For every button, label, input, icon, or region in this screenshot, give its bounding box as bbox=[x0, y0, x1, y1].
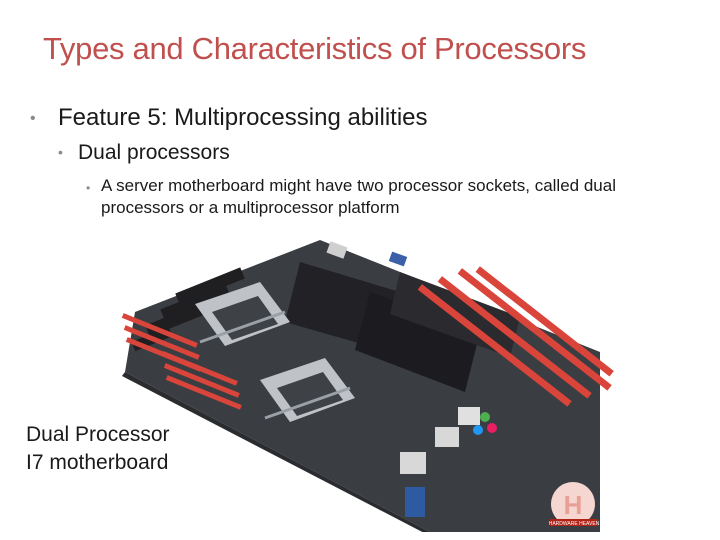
watermark-logo-text: HARDWARE HEAVEN bbox=[549, 521, 600, 527]
bullet-level-3: • A server motherboard might have two pr… bbox=[86, 175, 676, 219]
top-connector bbox=[388, 251, 408, 267]
bullet-text: Dual processors bbox=[78, 141, 230, 164]
pcb-shadow-edge bbox=[122, 372, 430, 532]
rear-io-ports bbox=[400, 407, 497, 517]
bullet-glyph: • bbox=[86, 181, 91, 195]
vrm-heatsink-left bbox=[131, 267, 245, 352]
cpu-socket-2 bbox=[260, 358, 355, 422]
watermark-logo: H HARDWARE HEAVEN bbox=[549, 482, 600, 527]
bullet-glyph: • bbox=[30, 110, 36, 127]
watermark-glyph: H bbox=[564, 490, 583, 520]
bullet-text: A server motherboard might have two proc… bbox=[101, 176, 616, 217]
bullet-level-1: • Feature 5: Multiprocessing abilities bbox=[30, 104, 428, 132]
caption-line: Dual Processor bbox=[26, 423, 170, 446]
bullet-glyph: • bbox=[58, 144, 63, 160]
bullet-level-2: • Dual processors bbox=[58, 141, 230, 165]
image-caption: Dual Processor I7 motherboard bbox=[26, 421, 170, 477]
slide-title: Types and Characteristics of Processors bbox=[43, 31, 587, 66]
dimm-slots-right bbox=[417, 266, 614, 407]
motherboard-photo: H HARDWARE HEAVEN bbox=[121, 240, 614, 532]
top-connector bbox=[326, 241, 348, 259]
cpu-socket-1 bbox=[195, 282, 290, 346]
bullet-text: Feature 5: Multiprocessing abilities bbox=[58, 104, 428, 131]
dimm-slots-left bbox=[121, 313, 242, 410]
caption-line: I7 motherboard bbox=[26, 451, 169, 474]
